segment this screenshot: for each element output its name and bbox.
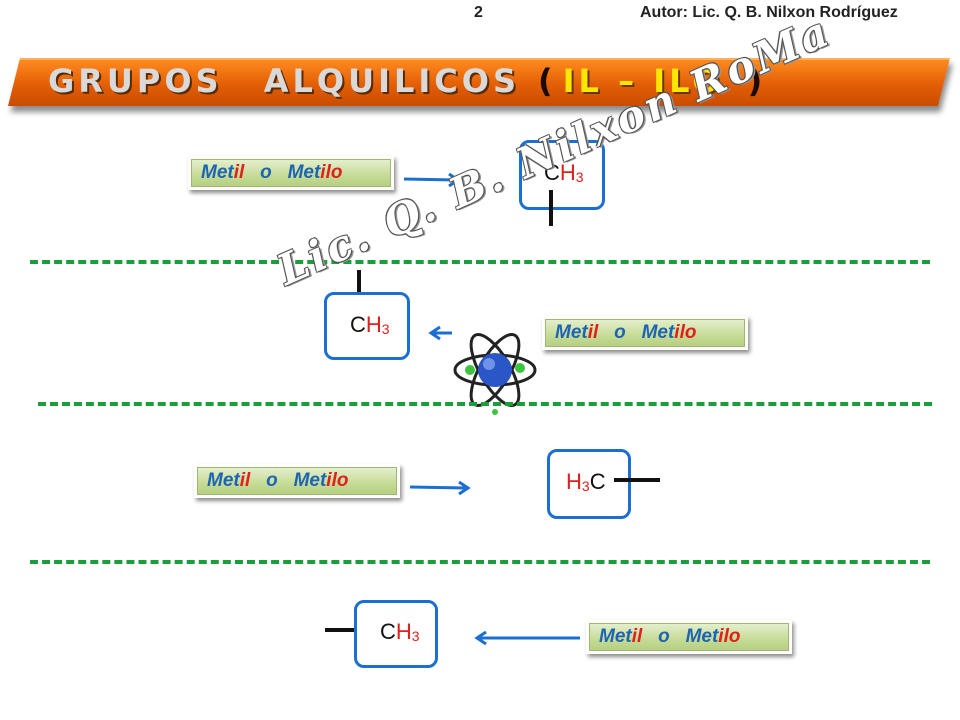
title-suffixes: IL – ILO: [562, 62, 724, 100]
bond-down-1: [549, 190, 553, 226]
title-paren-open: (: [538, 62, 557, 100]
formula-box-2: [324, 292, 410, 360]
formula-2: CH3: [350, 312, 390, 337]
title-main: GRUPOS ALQUILICOS: [48, 62, 521, 100]
formula-box-3: [547, 449, 631, 519]
bond-right-3: [614, 478, 660, 482]
formula-1: CH3: [544, 160, 584, 185]
separator-3: [30, 560, 930, 564]
formula-box-4: [354, 600, 438, 668]
page-number: 2: [474, 4, 483, 21]
bond-left-4: [325, 628, 369, 632]
bond-up-2: [357, 270, 361, 304]
separator-2: [38, 402, 932, 406]
formula-box-1: [519, 140, 605, 210]
atom-icon: [453, 333, 537, 415]
separator-1: [30, 260, 930, 264]
formula-3: H3C: [566, 469, 606, 494]
title-paren-close: ): [747, 62, 767, 100]
formula-4: CH3: [380, 619, 420, 644]
author-line: Autor: Lic. Q. B. Nilxon Rodríguez: [640, 4, 898, 21]
title-text: GRUPOS ALQUILICOS ( IL – ILO ): [48, 58, 928, 104]
